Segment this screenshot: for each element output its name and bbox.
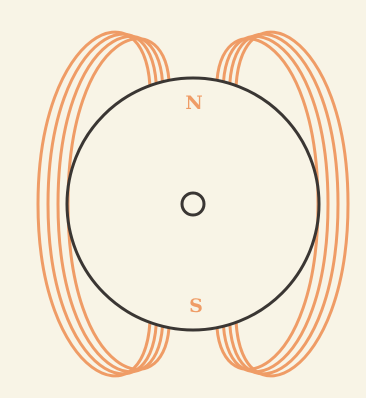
field-line-right-4 xyxy=(236,32,348,376)
center-axis-marker xyxy=(182,193,204,215)
field-line-left-4 xyxy=(38,32,150,376)
north-pole-label: N xyxy=(185,92,202,114)
field-line-right-1 xyxy=(217,39,318,370)
magnet-sphere xyxy=(67,78,319,330)
field-line-right-3 xyxy=(230,34,338,374)
field-line-left-1 xyxy=(68,39,169,370)
field-lines xyxy=(38,32,348,376)
field-line-left-3 xyxy=(48,34,156,374)
south-pole-label: S xyxy=(189,295,203,317)
